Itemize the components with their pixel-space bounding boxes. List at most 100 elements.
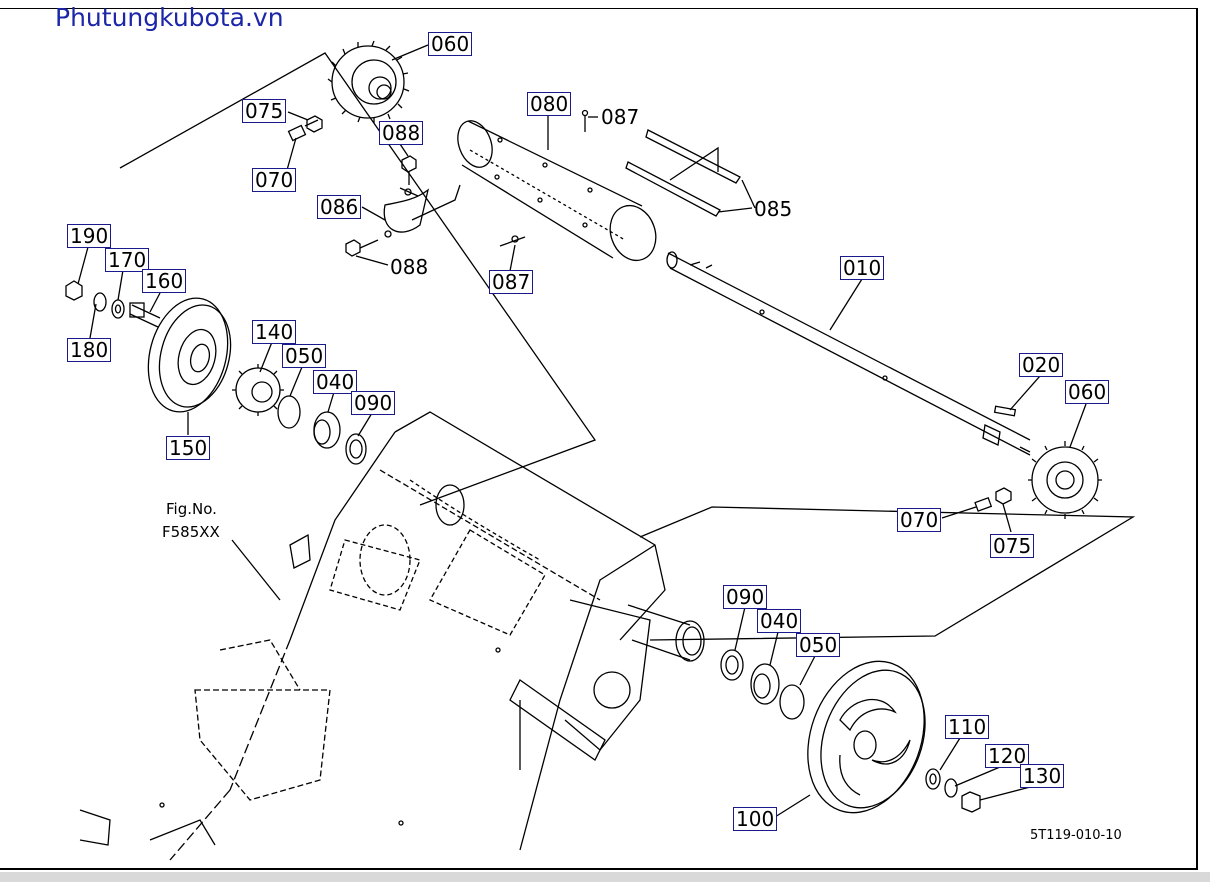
- shaft-010: [666, 251, 1031, 456]
- callout-085[interactable]: 085: [754, 197, 793, 221]
- frame-border-top: [0, 8, 1198, 9]
- bolt-070-top: [287, 119, 319, 142]
- leader-060-top: [391, 44, 429, 61]
- callout-086[interactable]: 086: [317, 195, 362, 219]
- callout-080[interactable]: 080: [527, 92, 572, 116]
- leader-090-right: [734, 606, 746, 651]
- nut-075-right: [995, 487, 1012, 505]
- callout-140[interactable]: 140: [252, 320, 297, 344]
- leader-050-right: [799, 655, 816, 686]
- circlip-050-left: [277, 395, 301, 429]
- leader-100: [774, 794, 811, 818]
- washer-110: [925, 768, 941, 790]
- leader-060-right: [1069, 403, 1087, 448]
- leader-fig: [231, 539, 281, 601]
- sprocket-140: [232, 364, 284, 416]
- bolt-088-bottom: [345, 239, 379, 257]
- right-plane-outline: [639, 506, 1136, 641]
- callout-090-left[interactable]: 090: [351, 391, 396, 415]
- leader-190: [77, 246, 89, 285]
- callout-170[interactable]: 170: [105, 248, 150, 272]
- sprocket-060-top: [327, 40, 410, 123]
- callout-075-right[interactable]: 075: [990, 534, 1035, 558]
- callout-070-right[interactable]: 070: [897, 508, 942, 532]
- leader-010: [829, 278, 863, 331]
- callout-010[interactable]: 010: [840, 256, 885, 280]
- leader-087-bottom: [509, 244, 516, 272]
- leader-075-right: [1002, 503, 1012, 533]
- callout-050-right[interactable]: 050: [796, 633, 841, 657]
- leader-130: [979, 785, 1035, 801]
- callout-050-left[interactable]: 050: [282, 344, 327, 368]
- leader-090-left: [357, 412, 373, 437]
- bearing-040-right: [750, 663, 780, 705]
- leader-120: [954, 766, 1001, 787]
- callout-060-right[interactable]: 060: [1065, 380, 1110, 404]
- pulley-150: [147, 297, 232, 413]
- frame-border-bottom: [0, 868, 1198, 870]
- document-id: 5T119-010-10: [1030, 828, 1122, 843]
- strip-085-lower: [625, 161, 721, 217]
- key-020: [993, 405, 1017, 417]
- pin-087-top: [581, 109, 589, 132]
- nut-130: [961, 791, 981, 813]
- leader-110: [939, 737, 961, 771]
- callout-040-left[interactable]: 040: [313, 370, 358, 394]
- callout-040-right[interactable]: 040: [757, 609, 802, 633]
- seal-090-left: [345, 433, 367, 465]
- leader-088-bottom: [355, 255, 389, 266]
- callout-087-top[interactable]: 087: [601, 105, 640, 129]
- callout-110[interactable]: 110: [945, 715, 990, 739]
- leader-170: [117, 269, 124, 301]
- washer-170: [111, 299, 125, 319]
- washer-180: [93, 292, 107, 312]
- leader-050-left: [289, 366, 303, 397]
- callout-180[interactable]: 180: [67, 338, 112, 362]
- pulley-100: [807, 660, 926, 814]
- callout-160[interactable]: 160: [142, 269, 187, 293]
- circlip-050-right: [779, 684, 805, 720]
- washer-120: [944, 778, 958, 798]
- callout-100[interactable]: 100: [733, 807, 778, 831]
- callout-130[interactable]: 130: [1020, 764, 1065, 788]
- pin-087-bottom: [499, 235, 526, 247]
- callout-020[interactable]: 020: [1019, 353, 1064, 377]
- bearing-housing: [627, 604, 705, 662]
- figure-ref-number[interactable]: F585XX: [162, 523, 220, 541]
- leader-070-top: [286, 137, 297, 171]
- header-frame: [79, 411, 666, 861]
- clamp-086: [383, 184, 461, 238]
- callout-090-right[interactable]: 090: [723, 585, 768, 609]
- leader-040-left: [327, 391, 335, 413]
- callout-190[interactable]: 190: [67, 224, 112, 248]
- strip-085-upper: [645, 129, 741, 184]
- callout-088-bottom[interactable]: 088: [390, 255, 429, 279]
- nut-075-top: [306, 115, 323, 133]
- sprocket-060-right: [1028, 441, 1102, 519]
- leader-160: [149, 292, 161, 313]
- seal-090-right: [720, 649, 744, 681]
- bolt-088-top: [401, 155, 417, 185]
- leader-020: [1009, 375, 1041, 411]
- callout-087-bottom[interactable]: 087: [489, 270, 534, 294]
- leader-086: [361, 206, 386, 221]
- callout-088-top[interactable]: 088: [379, 121, 424, 145]
- leader-075-top: [287, 111, 309, 121]
- callout-070-top[interactable]: 070: [252, 168, 297, 192]
- frame-border-right: [1196, 8, 1198, 870]
- callout-150[interactable]: 150: [166, 436, 211, 460]
- leader-180: [89, 303, 97, 339]
- leader-040-right: [769, 631, 779, 666]
- callout-075-top[interactable]: 075: [242, 99, 287, 123]
- tube-080: [457, 120, 657, 262]
- leader-088-top: [399, 143, 409, 157]
- figure-ref-label: Fig.No.: [166, 500, 217, 518]
- bolt-160: [129, 302, 161, 328]
- bottom-strip: [0, 872, 1210, 882]
- bolt-070-right: [941, 497, 993, 519]
- nut-190: [65, 280, 83, 301]
- leader-140: [259, 341, 273, 373]
- callout-060-top[interactable]: 060: [428, 32, 473, 56]
